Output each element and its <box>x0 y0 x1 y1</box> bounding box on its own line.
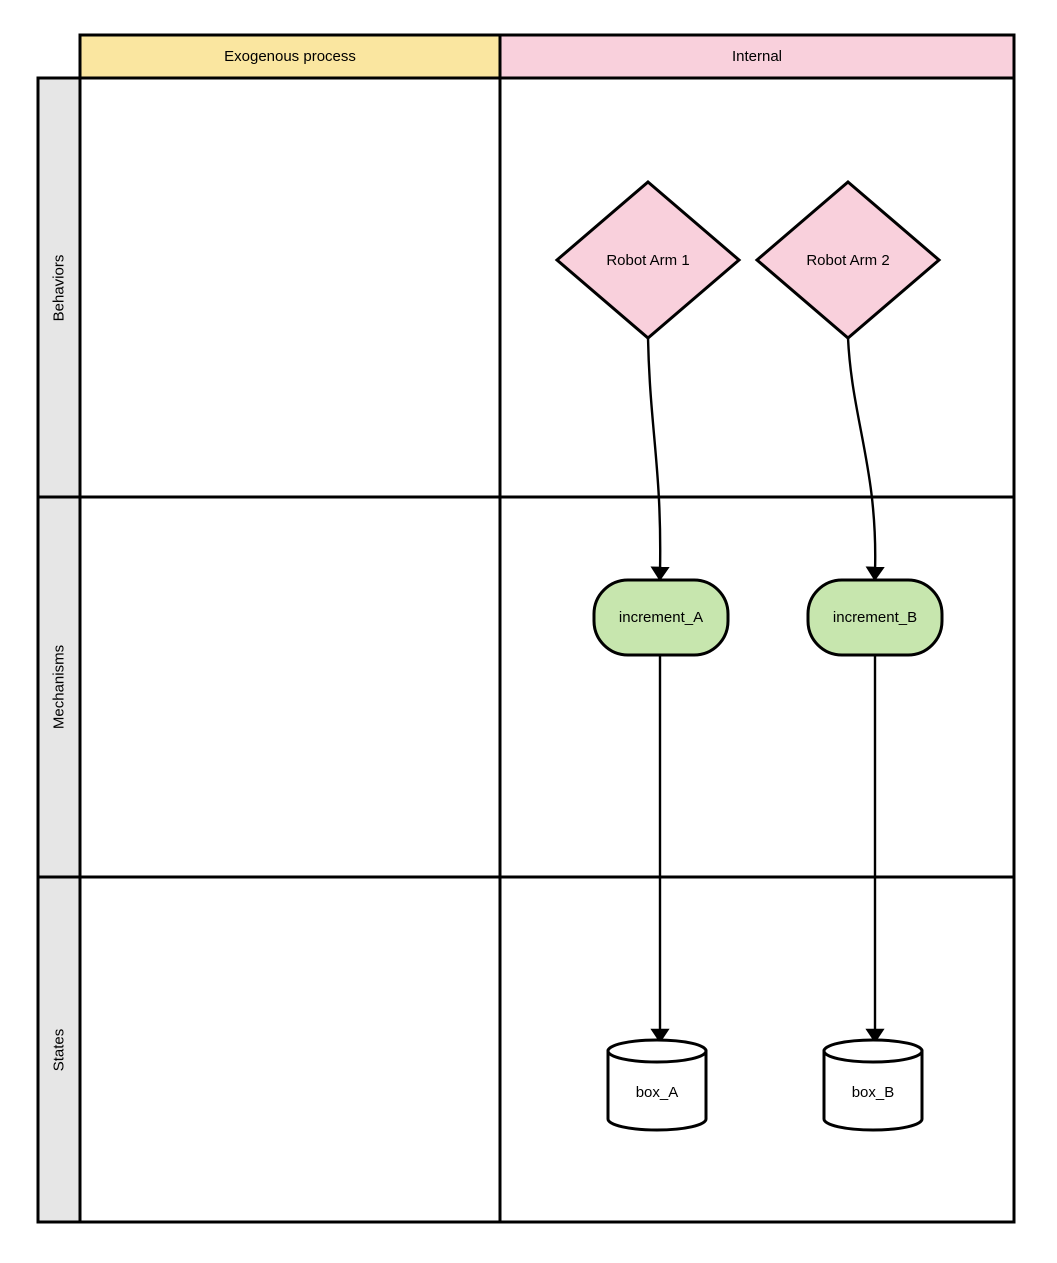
node-box-b[interactable] <box>822 1038 924 1132</box>
node-layer <box>554 180 944 1132</box>
cylinder-top <box>822 1038 924 1064</box>
node-label-robot-arm-2: Robot Arm 2 <box>806 251 890 269</box>
edge-robot-arm-2-to-increment-b <box>846 337 885 582</box>
node-label-box-a: box_A <box>635 1083 679 1101</box>
node-increment-b[interactable] <box>806 578 944 657</box>
edge-layer <box>646 337 885 1044</box>
node-label-increment-a: increment_A <box>618 609 704 626</box>
node-label-robot-arm-1: Robot Arm 1 <box>606 251 690 269</box>
node-robot-arm-2[interactable] <box>754 180 942 340</box>
pool-outer-border <box>78 76 1016 1224</box>
column-header-internal[interactable] <box>498 33 1016 80</box>
node-robot-arm-1[interactable] <box>554 180 742 340</box>
column-header-exogenous[interactable] <box>78 33 502 80</box>
cylinder-body <box>822 1049 924 1132</box>
node-label-increment-b: increment_B <box>832 609 918 626</box>
row-header-label-states: States <box>50 1028 68 1071</box>
node-increment-a[interactable] <box>592 578 730 657</box>
cylinder-top <box>606 1038 708 1064</box>
row-header-states[interactable] <box>36 875 82 1224</box>
node-label-box-b: box_B <box>851 1083 895 1101</box>
edge-robot-arm-1-to-increment-a <box>646 337 670 582</box>
cylinder-body <box>606 1049 708 1132</box>
row-header-label-mechanisms: Mechanisms <box>50 644 68 730</box>
row-header-behaviors[interactable] <box>36 76 82 499</box>
node-box-a[interactable] <box>606 1038 708 1132</box>
row-header-label-behaviors: Behaviors <box>50 254 68 321</box>
